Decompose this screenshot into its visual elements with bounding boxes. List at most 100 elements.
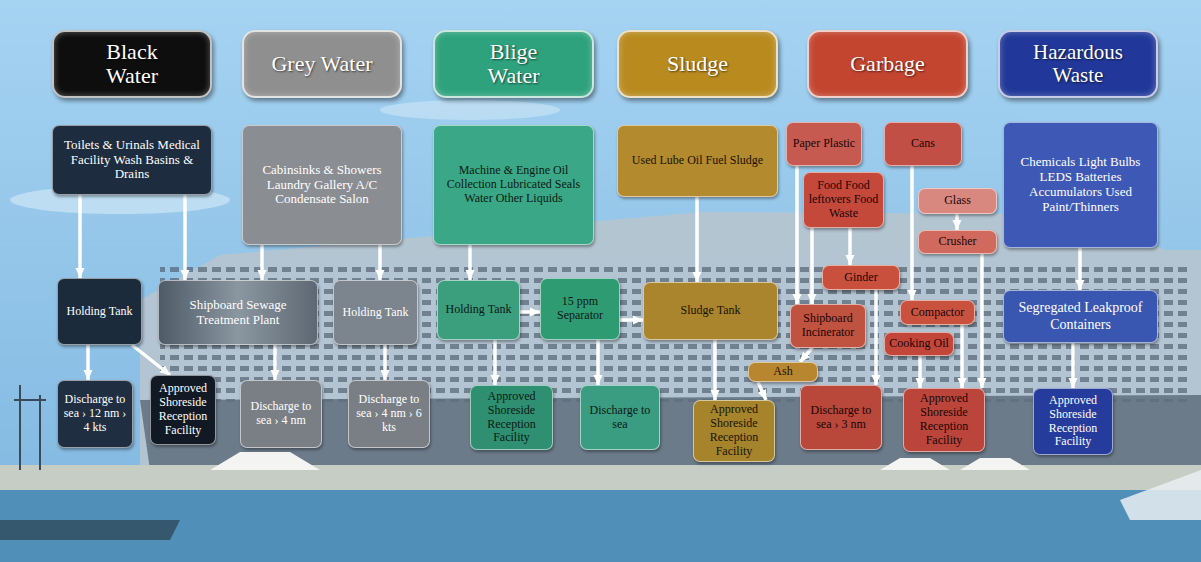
dock-tent (880, 458, 950, 470)
flow-arrow (874, 290, 878, 385)
process-box: Cooking Oil (884, 332, 954, 356)
dock-tent (210, 452, 320, 470)
process-box: Segregated Leakproof Containers (1003, 290, 1158, 343)
box-label: Discharge to sea › 12 nm › 4 kts (61, 393, 129, 434)
flow-arrow (493, 340, 497, 385)
process-box: Approved Shoreside Reception Facility (1033, 388, 1113, 455)
box-label: Approved Shoreside Reception Facility (154, 382, 212, 437)
box-label: Approved Shoreside Reception Facility (907, 392, 981, 447)
header-box: Black Water (52, 30, 212, 98)
box-label: Discharge to sea (584, 404, 656, 432)
process-box: Holding Tank (333, 280, 418, 345)
flow-arrow (132, 345, 170, 375)
flow-arrow (273, 345, 277, 380)
flow-arrow (848, 228, 852, 265)
box-label: Ash (773, 365, 792, 379)
box-label: Discharge to sea › 3 nm (804, 404, 878, 432)
process-box: Discharge to sea › 4 nm › 6 kts (348, 380, 430, 448)
harbour-water (0, 490, 1201, 562)
box-label: Used Lube Oil Fuel Sludge (632, 154, 763, 168)
box-label: Shipboard Incinerator (794, 312, 862, 340)
box-label: Sludge (667, 52, 728, 76)
process-box: Sludge Tank (643, 282, 778, 340)
process-box: Compactor (900, 300, 975, 325)
process-box: Discharge to sea (580, 385, 660, 450)
box-label: Black Water (80, 40, 184, 88)
box-label: 15 ppm Separator (544, 295, 616, 323)
flow-arrow (955, 214, 959, 230)
process-box: Approved Shoreside Reception Facility (470, 385, 553, 450)
process-box: Chemicals Light Bulbs LEDS Batteries Acc… (1003, 122, 1158, 248)
flow-arrow (520, 310, 540, 314)
box-label: Shipboard Sewage Treatment Plant (162, 298, 314, 328)
box-label: Ginder (844, 271, 877, 285)
header-box: Blige Water (433, 30, 594, 98)
box-label: Hazardous Waste (1026, 41, 1130, 87)
process-box: Paper Plastic (786, 122, 862, 166)
flow-arrow (1071, 343, 1075, 388)
ship-superstructure (140, 212, 1201, 470)
process-box: Used Lube Oil Fuel Sludge (617, 125, 778, 197)
flow-arrow (713, 340, 717, 400)
flow-arrow (695, 197, 699, 282)
process-box: Glass (918, 188, 997, 214)
box-label: Glass (944, 194, 971, 208)
process-box: Ginder (822, 265, 900, 290)
flow-arrow (1078, 248, 1082, 290)
process-box: Cabinsinks & Showers Laundry Gallery A/C… (242, 125, 402, 245)
process-box: Discharge to sea › 3 nm (800, 385, 882, 450)
process-box: Shipboard Sewage Treatment Plant (158, 280, 318, 345)
box-label: Segregated Leakproof Containers (1007, 300, 1154, 332)
flow-arrow (620, 318, 643, 322)
box-label: Discharge to sea › 4 nm › 6 kts (352, 393, 426, 434)
box-label: Discharge to sea › 4 nm (244, 400, 318, 428)
flow-arrow (183, 195, 187, 280)
box-label: Crusher (939, 235, 977, 249)
boat (0, 520, 180, 540)
process-box: Holding Tank (437, 280, 520, 340)
flow-arrow (78, 195, 82, 278)
process-box: Ash (748, 362, 818, 382)
flow-arrow (378, 245, 382, 280)
flow-arrow (758, 382, 766, 400)
process-box: Approved Shoreside Reception Facility (150, 375, 216, 445)
cloud (380, 100, 560, 120)
process-box: Toilets & Urinals Medical Facility Wash … (52, 125, 212, 195)
flow-arrow (960, 325, 964, 388)
process-box: Cans (884, 122, 962, 166)
flow-arrow (810, 228, 814, 304)
process-box: Food Food leftovers Food Waste (803, 172, 884, 228)
box-label: Sludge Tank (681, 304, 741, 318)
box-label: Toilets & Urinals Medical Facility Wash … (56, 138, 208, 183)
box-label: Cans (911, 137, 935, 151)
header-box: Grey Water (242, 30, 402, 98)
box-label: Food Food leftovers Food Waste (807, 179, 880, 220)
box-label: Holding Tank (67, 305, 133, 319)
flow-arrow (795, 166, 799, 304)
flow-arrow (86, 345, 90, 380)
box-label: Compactor (911, 306, 964, 320)
box-label: Paper Plastic (793, 137, 855, 151)
process-box: 15 ppm Separator (540, 278, 620, 340)
box-label: Blige Water (462, 40, 566, 88)
box-label: Holding Tank (446, 303, 512, 317)
header-box: Hazardous Waste (998, 30, 1158, 98)
flow-arrow (980, 254, 984, 388)
box-label: Approved Shoreside Reception Facility (697, 403, 771, 458)
box-label: Approved Shoreside Reception Facility (1037, 394, 1109, 449)
boat (1120, 470, 1201, 520)
process-box: Machine & Engine Oil Collection Lubricat… (433, 125, 594, 245)
mast (14, 385, 46, 470)
box-label: Machine & Engine Oil Collection Lubricat… (437, 164, 590, 205)
box-label: Cabinsinks & Showers Laundry Gallery A/C… (246, 163, 398, 208)
dock-tent (960, 458, 1030, 470)
process-box: Approved Shoreside Reception Facility (903, 388, 985, 452)
flow-arrow (910, 166, 914, 300)
flow-arrow (800, 348, 812, 362)
header-box: Sludge (617, 30, 778, 98)
box-label: Chemicals Light Bulbs LEDS Batteries Acc… (1007, 155, 1154, 215)
box-label: Holding Tank (343, 306, 409, 320)
flow-arrow (596, 340, 600, 385)
